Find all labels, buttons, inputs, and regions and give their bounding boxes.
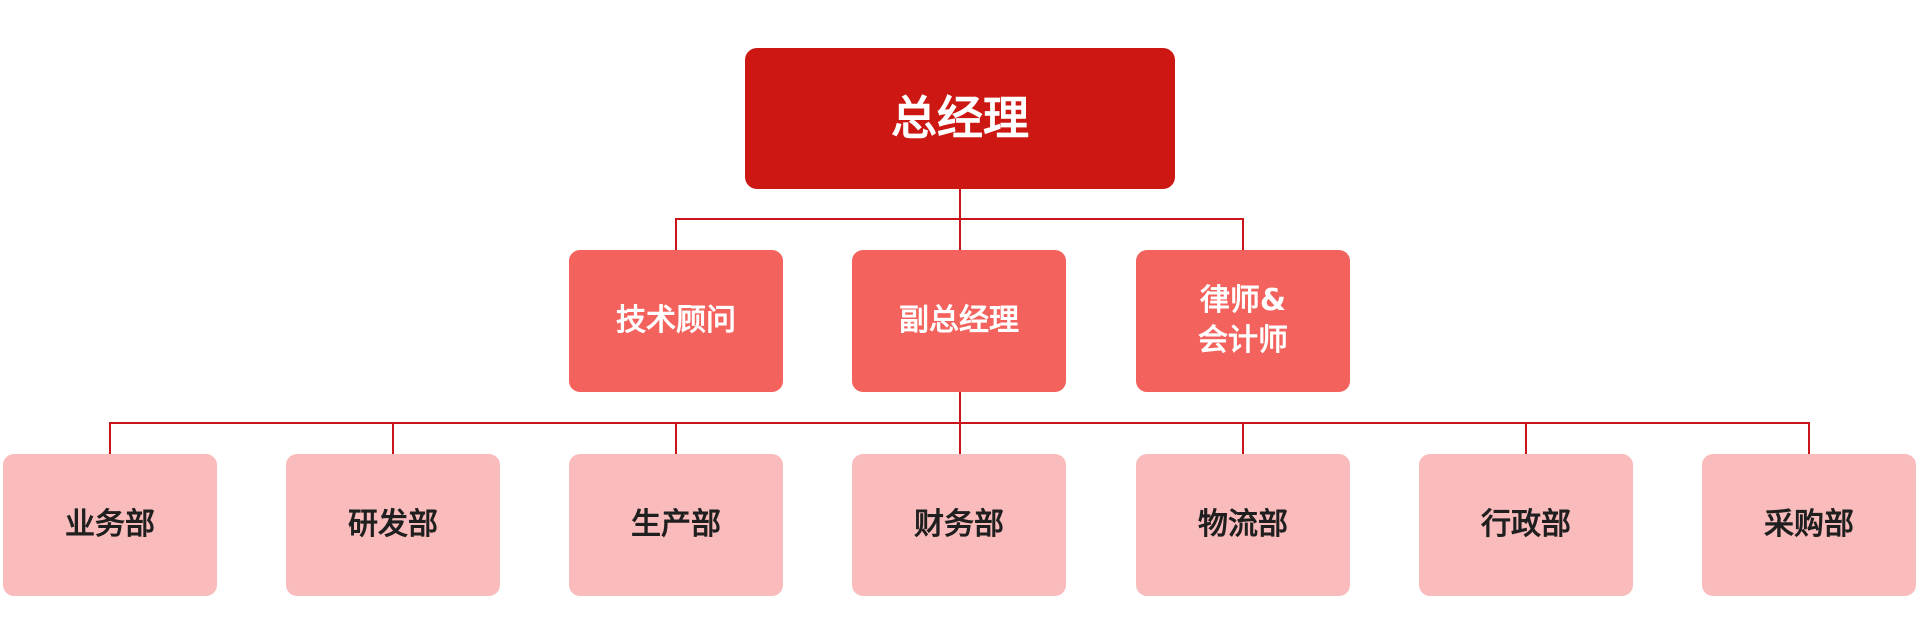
business-department-node: 业务部 [3, 454, 217, 596]
lawyer-accountant-label: 律师& 会计师 [1198, 282, 1288, 359]
logistics-department-label: 物流部 [1198, 506, 1288, 542]
production-department-label: 生产部 [631, 506, 721, 542]
general-manager-node: 总经理 [745, 48, 1175, 189]
administration-department-node: 行政部 [1419, 454, 1633, 596]
rd-department-node: 研发部 [286, 454, 500, 596]
rd-department-label: 研发部 [348, 506, 438, 542]
deputy-general-manager-label: 副总经理 [899, 302, 1019, 338]
business-department-label: 业务部 [65, 506, 155, 542]
purchasing-department-node: 采购部 [1702, 454, 1916, 596]
logistics-department-node: 物流部 [1136, 454, 1350, 596]
production-department-node: 生产部 [569, 454, 783, 596]
technical-advisor-node: 技术顾问 [569, 250, 783, 392]
technical-advisor-label: 技术顾问 [616, 302, 736, 338]
general-manager-label: 总经理 [891, 91, 1029, 146]
purchasing-department-label: 采购部 [1764, 506, 1854, 542]
finance-department-node: 财务部 [852, 454, 1066, 596]
lawyer-accountant-node: 律师& 会计师 [1136, 250, 1350, 392]
administration-department-label: 行政部 [1481, 506, 1571, 542]
finance-department-label: 财务部 [914, 506, 1004, 542]
deputy-general-manager-node: 副总经理 [852, 250, 1066, 392]
